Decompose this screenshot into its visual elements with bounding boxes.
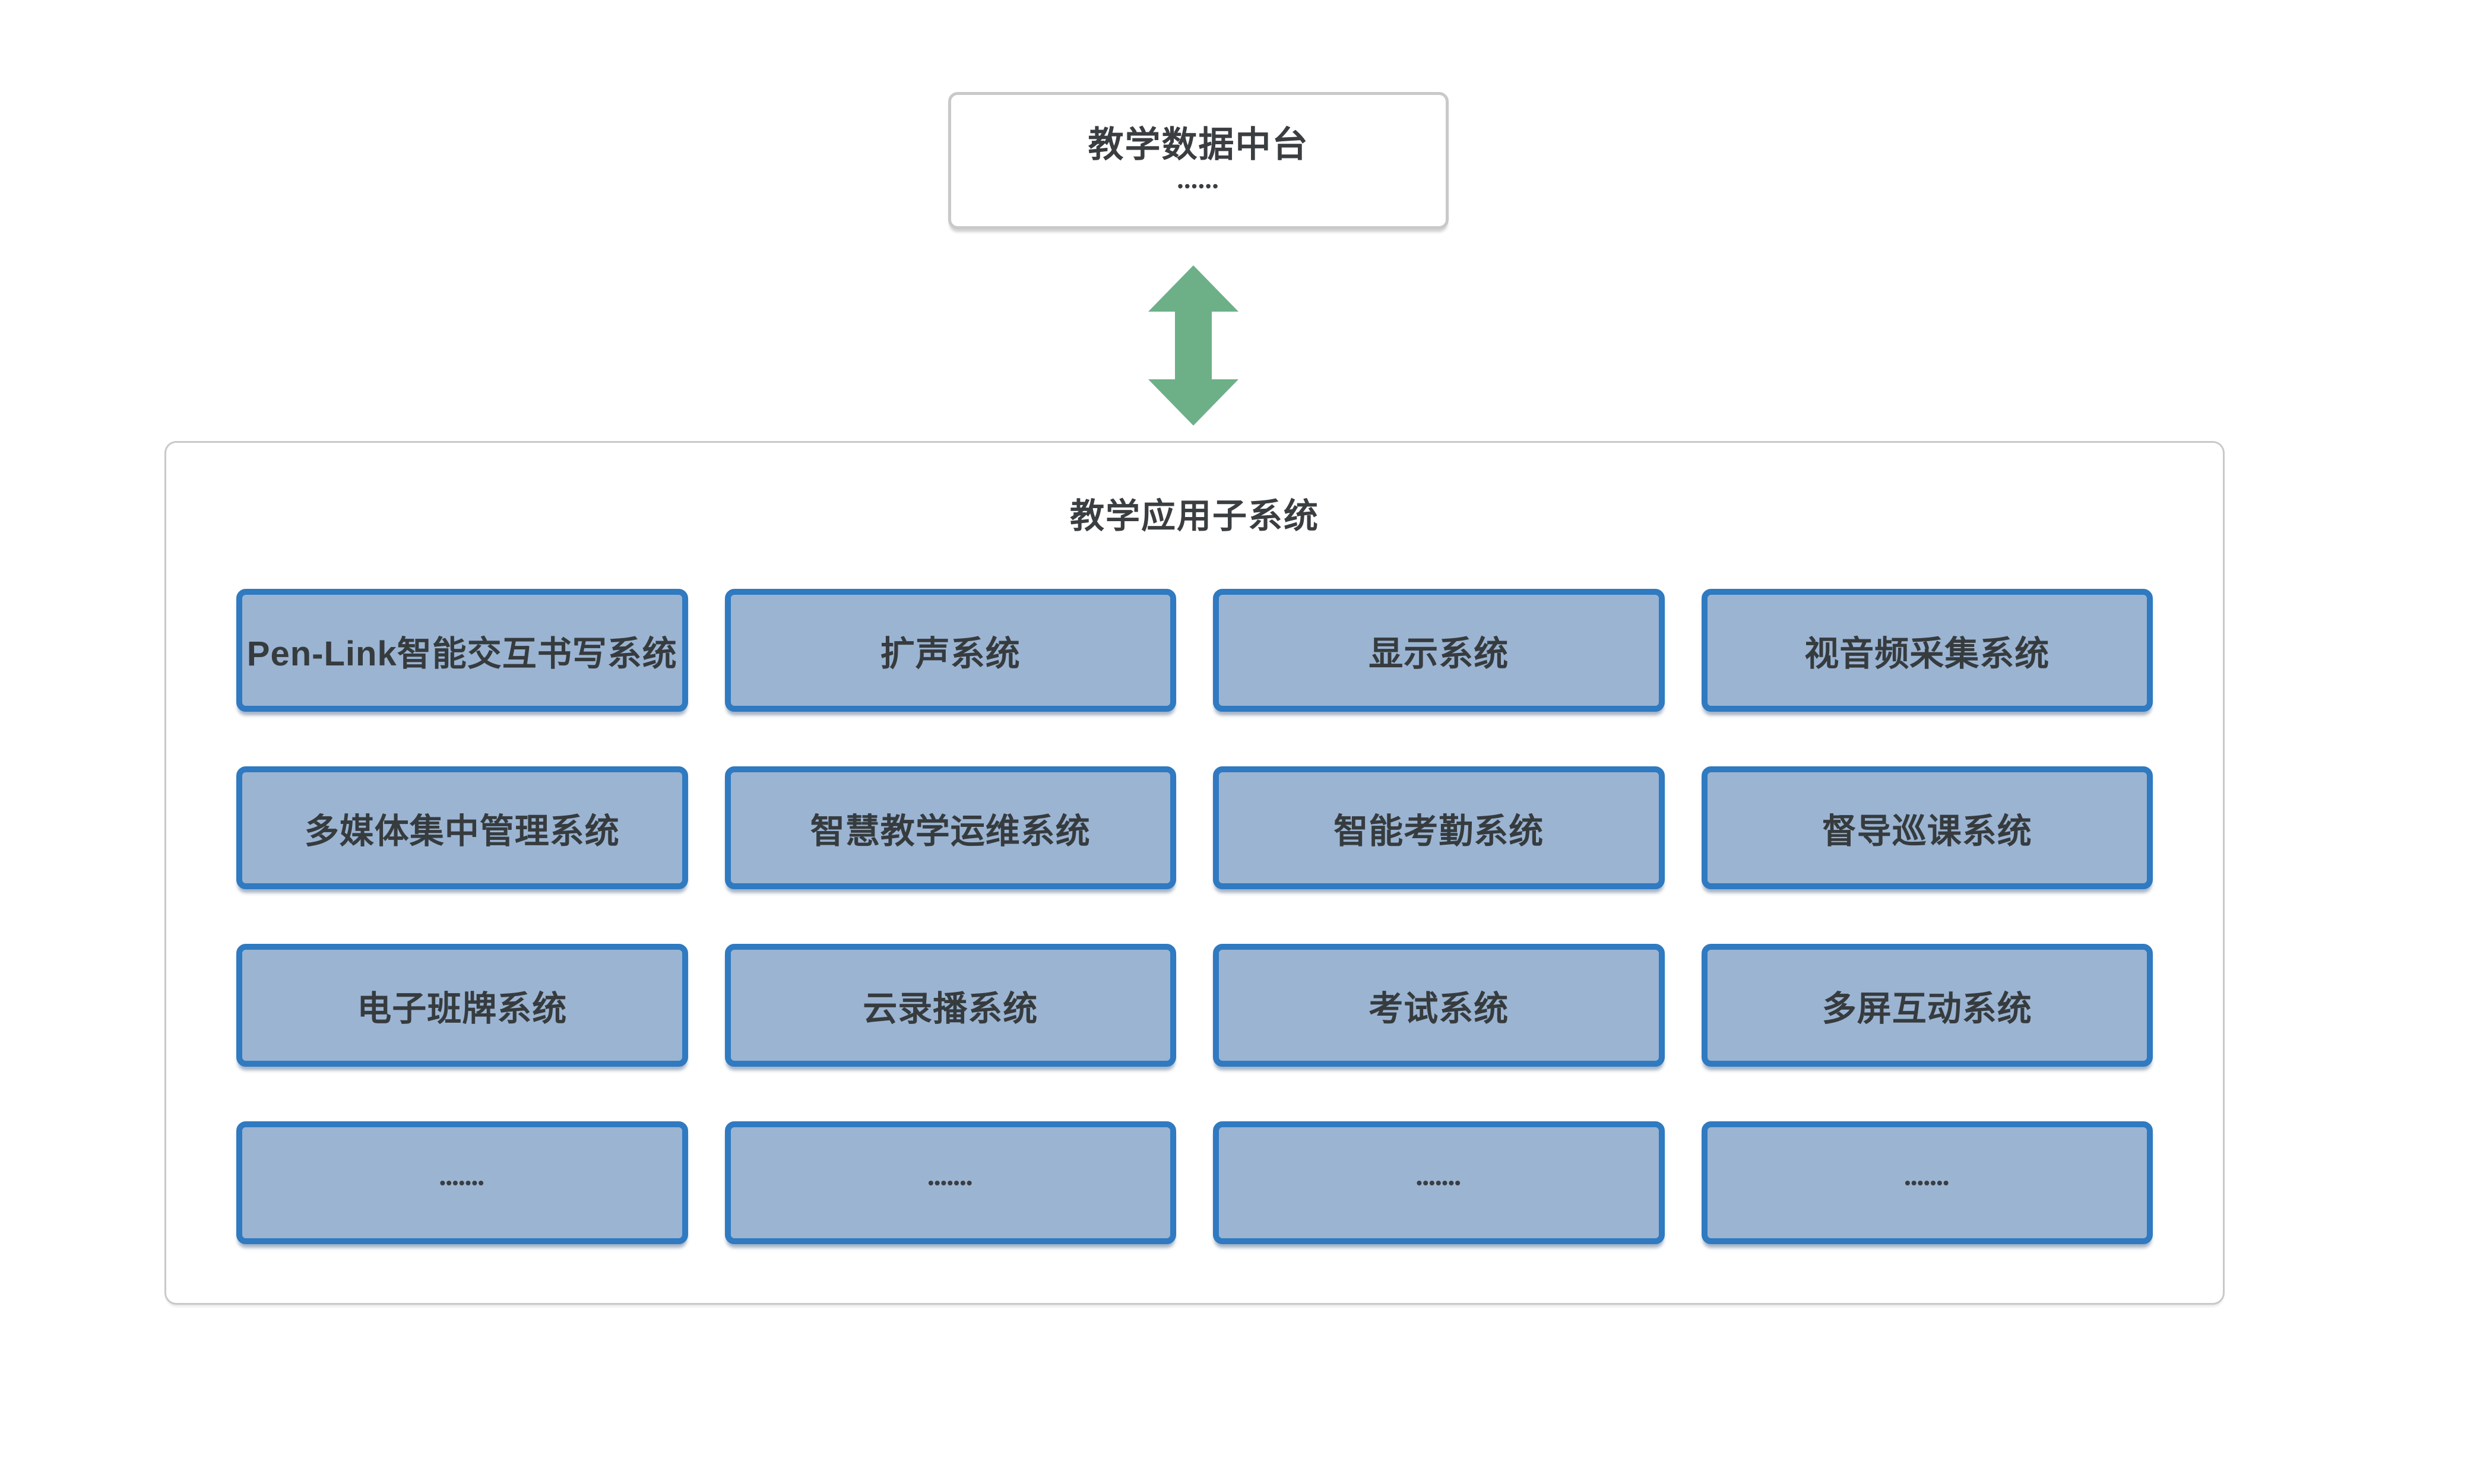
subsystem-box: Pen-Link智能交互书写系统 xyxy=(236,589,688,712)
subsystem-box: 智慧教学运维系统 xyxy=(724,766,1176,889)
subsystem-box: 扩声系统 xyxy=(724,589,1176,712)
subsystem-box: 电子班牌系统 xyxy=(236,944,688,1067)
data-platform-title: 教学数据中台 xyxy=(1088,124,1309,164)
subsystem-box: 显示系统 xyxy=(1213,589,1665,712)
double-vertical-arrow-icon xyxy=(1148,265,1238,426)
subsystem-panel-title: 教学应用子系统 xyxy=(1069,497,1319,535)
subsystem-box: 多屏互动系统 xyxy=(1701,944,2153,1067)
double-vertical-arrow-shape xyxy=(1148,265,1238,426)
subsystem-box-ellipsis: ••••••• xyxy=(236,1121,688,1244)
subsystem-box: 视音频采集系统 xyxy=(1701,589,2153,712)
data-platform-box: 教学数据中台 •••••• xyxy=(948,92,1449,229)
subsystem-box-ellipsis: ••••••• xyxy=(1213,1121,1665,1244)
subsystem-box-ellipsis: ••••••• xyxy=(1701,1121,2153,1244)
data-platform-ellipsis: •••••• xyxy=(1177,176,1219,195)
subsystem-panel: 教学应用子系统 Pen-Link智能交互书写系统 扩声系统 显示系统 视音频采集… xyxy=(164,441,2225,1305)
subsystem-box: 督导巡课系统 xyxy=(1701,766,2153,889)
subsystem-box: 智能考勤系统 xyxy=(1213,766,1665,889)
subsystem-grid: Pen-Link智能交互书写系统 扩声系统 显示系统 视音频采集系统 多媒体集中… xyxy=(166,589,2223,1244)
subsystem-box: 多媒体集中管理系统 xyxy=(236,766,688,889)
subsystem-box-ellipsis: ••••••• xyxy=(724,1121,1176,1244)
subsystem-box: 考试系统 xyxy=(1213,944,1665,1067)
subsystem-box: 云录播系统 xyxy=(724,944,1176,1067)
